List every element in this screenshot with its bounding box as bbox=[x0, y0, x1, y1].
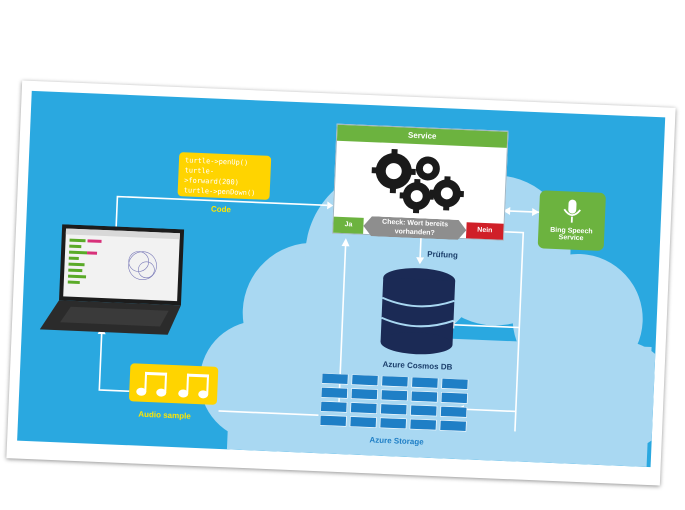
yes-branch-label: Ja bbox=[333, 216, 364, 234]
music-notes-icon bbox=[136, 371, 210, 399]
service-box: Service Ja C bbox=[332, 123, 509, 241]
bing-label-line2: Service bbox=[558, 234, 584, 243]
code-snippet-box: turtle->penUp() turtle->forward(200) tur… bbox=[177, 152, 272, 200]
audio-sample-box bbox=[128, 363, 219, 405]
bing-speech-service: Bing Speech Service bbox=[537, 190, 607, 251]
diagram-background: turtle->penUp() turtle->forward(200) tur… bbox=[17, 90, 666, 468]
storage-grid-icon bbox=[319, 373, 469, 432]
diagram-card: turtle->penUp() turtle->forward(200) tur… bbox=[6, 80, 676, 486]
database-icon bbox=[380, 268, 456, 355]
microphone-icon bbox=[563, 199, 581, 223]
laptop-icon bbox=[39, 224, 185, 335]
code-line: turtle->penDown() bbox=[183, 186, 256, 198]
gears-icon bbox=[371, 149, 464, 214]
code-label: Code bbox=[210, 204, 232, 215]
no-branch-label: Nein bbox=[465, 222, 504, 240]
check-label: Prüfung bbox=[427, 249, 459, 260]
